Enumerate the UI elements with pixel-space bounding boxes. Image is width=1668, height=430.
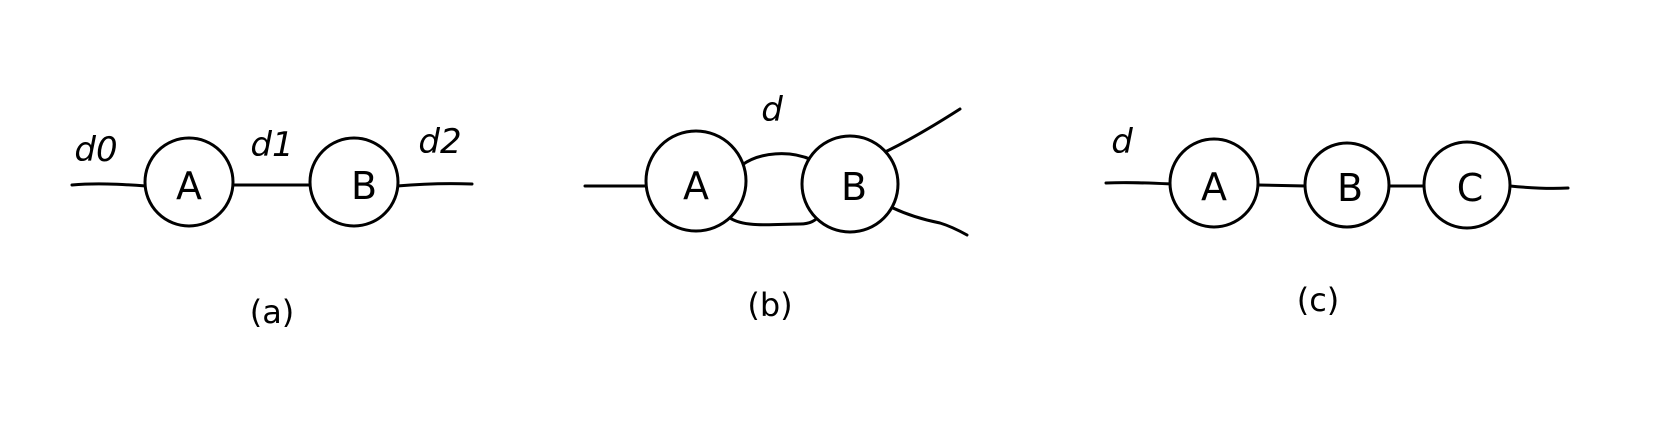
panel-b-node-left — [644, 129, 748, 233]
panel-c: A B C d (c) — [1104, 122, 1570, 319]
panel-a-edge-left — [70, 182, 148, 188]
panel-b: A B d (b) — [583, 90, 969, 324]
panel-b-caption: (b) — [747, 286, 792, 324]
panel-c-node-middle — [1303, 141, 1391, 229]
panel-b-edge-right-upper — [883, 107, 962, 154]
panel-b-edge-top-label: d — [761, 90, 783, 130]
panel-c-edge-ab — [1256, 183, 1308, 188]
panel-c-edge-left — [1104, 181, 1174, 186]
panel-c-node-left-label: A — [1201, 165, 1227, 209]
panel-a-node-left — [143, 136, 235, 228]
panel-a-edge-middle-label: d1 — [250, 125, 293, 165]
panel-c-node-right — [1422, 140, 1512, 230]
panel-a: A B d0 d1 d2 (a) — [70, 122, 474, 331]
panel-a-node-right-label: B — [351, 164, 377, 208]
panel-c-edge-left-label: d — [1111, 122, 1133, 162]
panel-a-node-left-label: A — [176, 164, 202, 208]
panel-a-node-right — [308, 136, 400, 228]
panel-b-node-left-label: A — [683, 164, 709, 208]
panel-b-edge-top — [740, 152, 814, 167]
panel-a-edge-right — [395, 182, 474, 188]
panel-b-node-right-label: B — [841, 165, 867, 209]
panel-b-node-right — [800, 134, 900, 234]
panel-a-edge-right-label: d2 — [418, 122, 461, 162]
panel-c-node-middle-label: B — [1337, 166, 1363, 210]
panel-c-caption: (c) — [1297, 281, 1340, 319]
panel-b-edge-bottom — [728, 212, 824, 227]
panel-c-node-left — [1168, 137, 1260, 229]
panel-b-edge-right-lower — [891, 206, 969, 237]
panel-a-edge-left-label: d0 — [74, 130, 117, 170]
panel-c-edge-right — [1508, 184, 1570, 190]
panel-c-node-right-label: C — [1457, 166, 1484, 210]
panel-a-caption: (a) — [250, 293, 295, 331]
